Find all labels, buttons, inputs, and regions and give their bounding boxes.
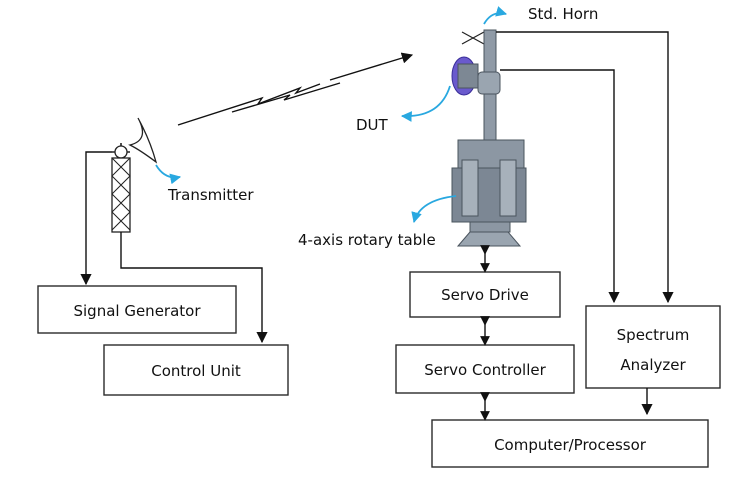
transmitter-callout-arrow [155,164,182,185]
servo-drive-box: Servo Drive [409,271,561,318]
analyzer-wiring [496,31,674,304]
transmitter-wiring [80,151,268,344]
rotary-table-callout-arrow [411,195,457,224]
transmitter-label: Transmitter [167,186,254,204]
rotary-table-label: 4-axis rotary table [298,231,436,249]
std-horn-callout-arrow [483,6,508,25]
servo-controller-label: Servo Controller [424,361,546,379]
computer-processor-label: Computer/Processor [494,436,647,454]
control-unit-box: Control Unit [103,344,289,396]
std-horn-label: Std. Horn [528,5,598,23]
dut-callout-arrow [400,85,451,122]
spectrum-label-line1: Spectrum [617,326,690,344]
measurement-tower [451,29,527,247]
signal-generator-label: Signal Generator [73,302,201,320]
transmitter-antenna [111,117,158,233]
spectrum-label-line2: Analyzer [620,356,686,374]
control-unit-label: Control Unit [151,362,241,380]
servo-controller-box: Servo Controller [395,344,575,394]
spectrum-analyzer-box: Spectrum Analyzer [585,305,721,389]
wireless-link [177,52,414,126]
computer-processor-box: Computer/Processor [431,419,709,468]
signal-generator-box: Signal Generator [37,285,237,334]
dut-label: DUT [356,116,389,134]
servo-drive-label: Servo Drive [441,286,529,304]
